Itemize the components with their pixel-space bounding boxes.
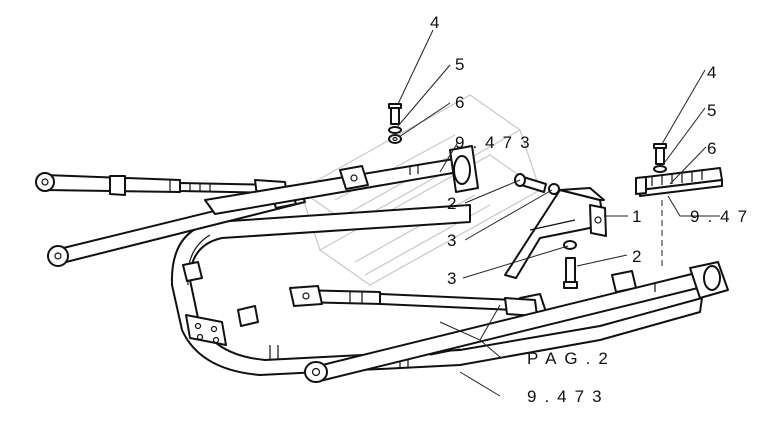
callout-3-lower: 3 bbox=[447, 269, 456, 288]
left-bolt-stack bbox=[388, 103, 402, 144]
callout-5-right: 5 bbox=[707, 101, 716, 120]
callout-6-right: 6 bbox=[707, 139, 716, 158]
callout-labels: 4 5 6 9.473 2 3 3 1 4 5 6 9.47 2 PAG.2 9… bbox=[430, 13, 755, 406]
callout-3-upper: 3 bbox=[447, 231, 456, 250]
toothed-cleat bbox=[635, 167, 723, 197]
lower-right-arm bbox=[304, 261, 729, 383]
callout-6-left: 6 bbox=[455, 93, 464, 112]
callout-4-left: 4 bbox=[430, 13, 439, 32]
callout-ref-right: 9.47 bbox=[690, 207, 755, 226]
callout-ref-bottom: 9.473 bbox=[527, 387, 610, 406]
callout-4-right: 4 bbox=[707, 63, 716, 82]
angled-bracket bbox=[504, 187, 607, 279]
right-bolt-stack bbox=[653, 143, 667, 173]
callout-2-right: 2 bbox=[632, 247, 641, 266]
callout-pag: PAG.2 bbox=[527, 349, 616, 368]
callout-ref-top: 9.473 bbox=[455, 133, 538, 152]
callout-5-left: 5 bbox=[455, 55, 464, 74]
middle-cylinder bbox=[289, 285, 538, 317]
callout-2-mid: 2 bbox=[447, 194, 456, 213]
mounting-plate bbox=[185, 314, 227, 346]
bolt-lower bbox=[563, 240, 578, 289]
upper-beam bbox=[204, 145, 479, 215]
leader-lines bbox=[397, 29, 720, 397]
bolt-upper bbox=[514, 173, 560, 195]
callout-1: 1 bbox=[632, 207, 641, 226]
